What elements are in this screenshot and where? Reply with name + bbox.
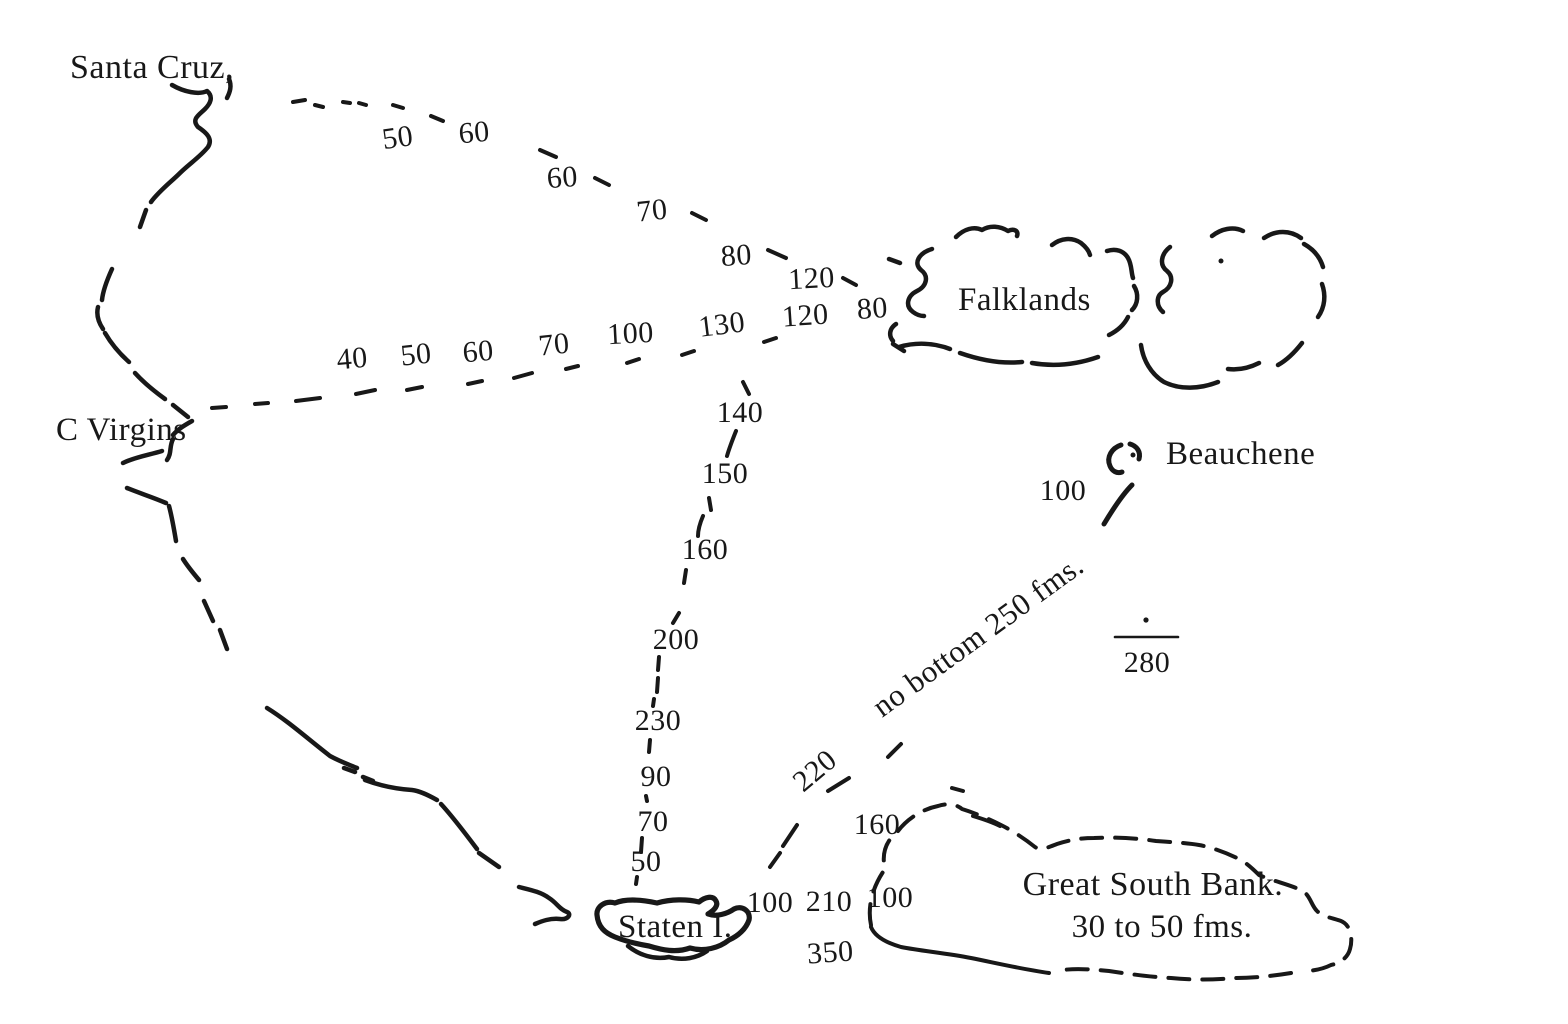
sounding-upper-0: 50	[380, 119, 415, 156]
deep-sounding-dot	[1143, 617, 1149, 623]
label-beauchene: Beauchene	[1166, 436, 1315, 472]
sounding-beauchene-2: 100	[1040, 474, 1087, 507]
west-falkland-bottom	[887, 321, 1101, 368]
sounding-values: 50 60 60 70 80 120 80 40 50 60 70 100 13…	[335, 115, 1087, 971]
upper-sounding-line-dashes	[291, 98, 858, 287]
label-falklands: Falklands	[958, 282, 1091, 318]
beauchene-island	[1106, 441, 1142, 476]
great-south-bank-outline-top	[867, 802, 1354, 973]
falkland-islands	[886, 224, 1327, 390]
sounding-280: 280	[1124, 646, 1171, 679]
label-great-south-bank: Great South Bank.	[1023, 866, 1284, 903]
label-c-virgins: C Virgins	[56, 412, 187, 448]
east-falkland-west-squiggle	[1155, 244, 1174, 315]
beauchene-sounding-line-dashes	[768, 742, 903, 869]
deep-sounding-mark: 280	[1113, 617, 1180, 679]
sounding-upper-5: 120	[787, 261, 835, 296]
west-falkland-top	[953, 224, 1136, 281]
sounding-south-6: 70	[638, 805, 669, 838]
sounding-middle-2: 60	[461, 334, 495, 370]
great-south-bank	[867, 786, 1354, 982]
staten-island-outline	[594, 894, 752, 954]
sounding-lines	[210, 98, 903, 886]
sounding-upper-1: 60	[457, 115, 491, 151]
sounding-south-7: 50	[631, 845, 662, 878]
east-falkland-top	[1209, 226, 1326, 270]
patagonia-bay	[95, 266, 191, 420]
south-sounding-line-dashes	[634, 380, 751, 886]
west-falkland-nw-dash	[886, 256, 903, 266]
label-great-south-bank-depth: 30 to 50 fms.	[1072, 909, 1253, 945]
great-south-bank-outline-bottom	[1055, 967, 1293, 982]
staten-island-south-shore	[625, 943, 710, 961]
east-falkland-bottom	[1138, 342, 1221, 390]
sounding-middle-5: 130	[697, 305, 747, 343]
sounding-middle-1: 50	[399, 337, 433, 373]
santa-cruz-coast	[137, 82, 213, 230]
sounding-staten-2: 100	[867, 881, 914, 914]
sounding-south-2: 160	[682, 533, 729, 566]
label-santa-cruz: Santa Cruz,	[70, 49, 234, 86]
sounding-beauchene-0: 220	[786, 743, 843, 798]
east-falkland-dot	[1218, 258, 1224, 264]
west-falkland-east-side	[1106, 283, 1140, 338]
sounding-staten-1: 210	[806, 885, 853, 918]
sounding-staten-0: 100	[747, 886, 794, 919]
sounding-upper-4: 80	[720, 238, 753, 273]
label-no-bottom: no bottom 250 fms.	[866, 547, 1090, 723]
west-falkland-west-squiggle	[905, 246, 935, 319]
sounding-middle-0: 40	[335, 341, 369, 377]
sounding-south-4: 230	[635, 704, 682, 737]
tierra-del-fuego-coast	[264, 705, 502, 870]
place-labels: Santa Cruz, C Virgins Falklands Beauchen…	[56, 49, 1315, 945]
sounding-south-3: 200	[653, 623, 700, 656]
east-falkland-east-side	[1315, 281, 1327, 320]
sounding-upper-2: 60	[546, 160, 579, 195]
sounding-staten-3: 350	[806, 934, 855, 970]
sounding-middle-6: 120	[781, 297, 830, 333]
great-south-bank-southwest-shore	[869, 925, 1051, 975]
santa-cruz-tip	[224, 76, 233, 101]
c-virgins-coast	[120, 418, 202, 583]
sounding-upper-6: 80	[856, 291, 889, 326]
label-staten-island: Staten I.	[618, 909, 732, 945]
sounding-beauchene-1: 160	[854, 808, 901, 841]
beauchene-island-group	[1101, 441, 1142, 527]
beauchene-approach-slash	[1101, 482, 1135, 527]
tierra-coast-hook	[516, 884, 572, 927]
tierra-del-fuego-coast-upper	[201, 598, 230, 652]
sounding-middle-3: 70	[537, 327, 571, 363]
sounding-south-0: 140	[717, 396, 764, 429]
east-falkland-se	[1225, 340, 1305, 372]
sounding-south-5: 90	[641, 760, 672, 793]
staten-island	[594, 894, 752, 961]
sounding-middle-4: 100	[606, 316, 654, 351]
great-south-bank-peak-dash	[950, 786, 1002, 828]
sounding-upper-3: 70	[635, 193, 669, 229]
patagonia-coastline	[95, 76, 572, 927]
sounding-south-1: 150	[702, 457, 749, 490]
beauchene-islet-dot	[1130, 452, 1136, 458]
middle-sounding-line-dashes	[210, 336, 778, 410]
